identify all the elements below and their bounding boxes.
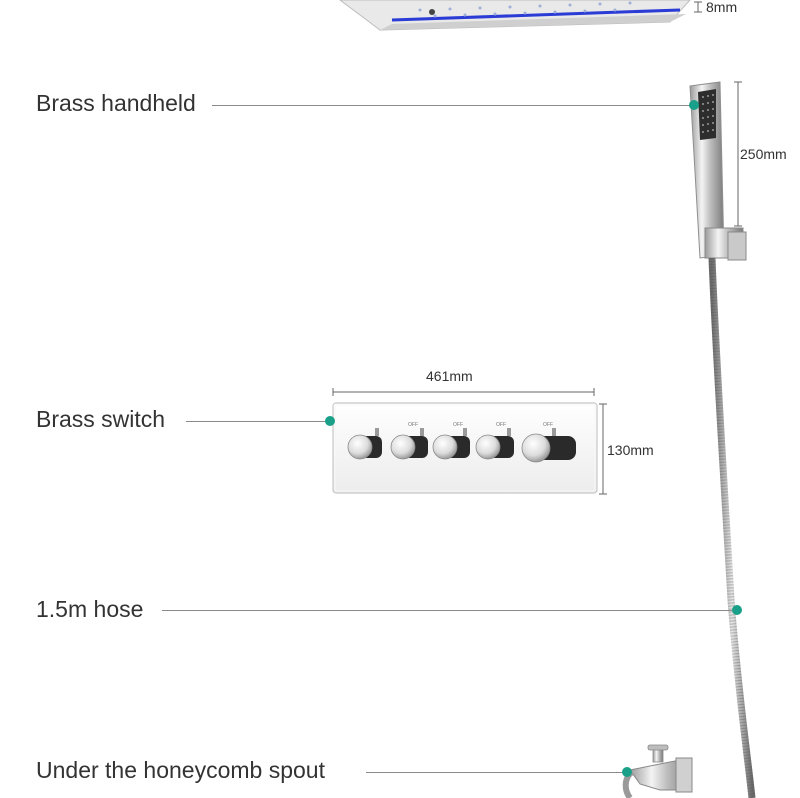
callout-brass-handheld: Brass handheld xyxy=(36,90,196,116)
callout-spout: Under the honeycomb spout xyxy=(36,757,325,783)
leader-line-hose xyxy=(162,610,732,611)
head-thickness-label: 8mm xyxy=(706,0,738,15)
svg-text:OFF: OFF xyxy=(543,422,553,428)
tub-spout xyxy=(622,744,693,798)
callout-dot-switch xyxy=(325,416,335,426)
leader-line-handheld xyxy=(212,105,690,106)
switch-height-label: 130mm xyxy=(607,442,654,458)
callout-dot-hose xyxy=(732,605,742,615)
callout-dot-spout xyxy=(622,767,632,777)
handheld-length-label: 250mm xyxy=(740,146,787,162)
svg-text:OFF: OFF xyxy=(496,422,506,428)
hand-shower xyxy=(689,81,747,261)
switch-width-label: 461mm xyxy=(426,368,473,384)
callout-dot-handheld xyxy=(689,100,699,110)
leader-line-switch xyxy=(186,421,326,422)
leader-line-spout xyxy=(366,772,622,773)
svg-text:OFF: OFF xyxy=(453,422,463,428)
switch-panel: OFF OFF OFF OFF xyxy=(332,388,607,495)
callout-brass-switch: Brass switch xyxy=(36,406,166,432)
callout-hose: 1.5m hose xyxy=(36,596,144,622)
shower-head xyxy=(339,0,702,31)
shower-hose xyxy=(708,257,756,798)
svg-text:OFF: OFF xyxy=(408,422,418,428)
